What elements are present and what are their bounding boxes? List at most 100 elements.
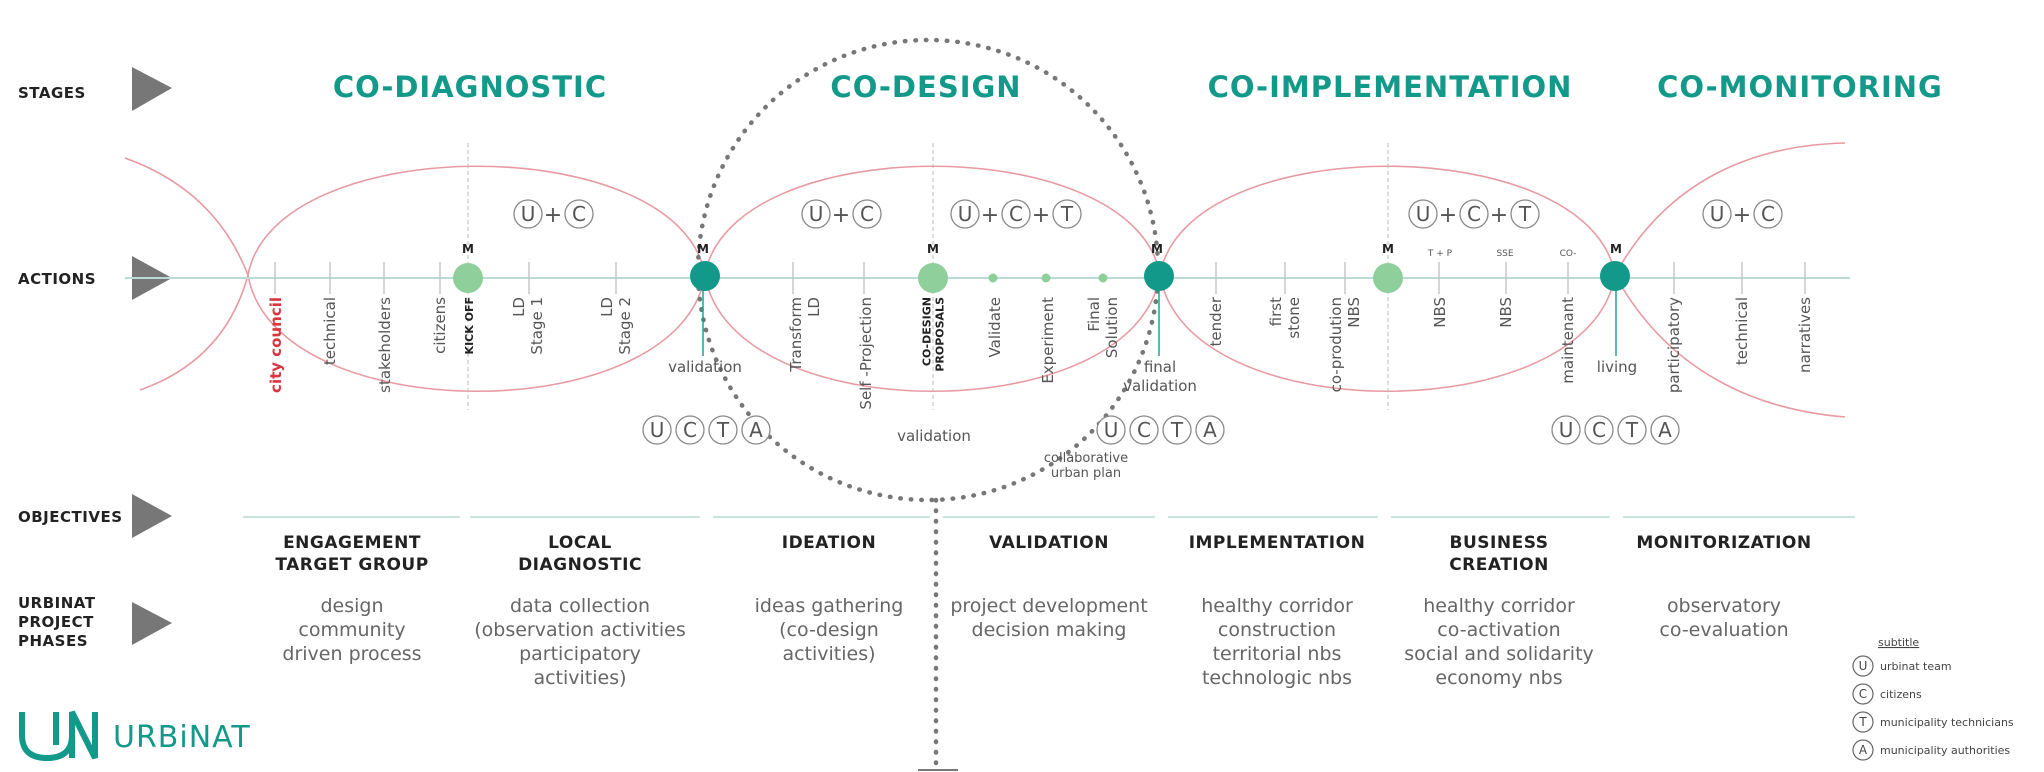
stage-co-diagnostic: CO-DIAGNOSTIC (333, 70, 607, 104)
legend-label: citizens (1880, 688, 1922, 701)
action-label-line: technical (1733, 297, 1751, 365)
phase-text: project development (950, 595, 1147, 617)
letter-t: T (1518, 202, 1532, 226)
action-label: KICK OFF (463, 297, 476, 354)
svg-text:C: C (683, 418, 697, 442)
letter-c: C (1009, 202, 1023, 226)
legend-circle (1852, 655, 1874, 677)
action-label: city council (267, 297, 285, 393)
action-label-line: LD (598, 297, 616, 317)
action-label-line: Experiment (1039, 297, 1057, 384)
svg-text:+: + (1032, 203, 1050, 228)
ucta-group-3: U C T A (1551, 415, 1680, 445)
objective-title: VALIDATION (989, 533, 1109, 553)
action-label-line: Stage 2 (616, 297, 634, 355)
svg-text:+: + (1733, 203, 1751, 228)
phase-text: observatory (1667, 595, 1781, 617)
final-validation-label-1: final (1144, 358, 1176, 376)
phase-text: healthy corridor (1423, 595, 1575, 617)
objectives-arrow-icon (132, 494, 172, 538)
letter-c: C (860, 202, 874, 226)
milestone-step-final (1098, 273, 1108, 283)
objective-title: TARGET GROUP (275, 555, 428, 575)
row-label-phases-3: PHASES (18, 632, 88, 650)
action-label-line: KICK OFF (463, 297, 476, 354)
phase-text: decision making (972, 619, 1127, 641)
action-label: technical (1733, 297, 1751, 365)
phases-arrow-icon (132, 602, 172, 645)
action-label-line: technical (321, 297, 339, 365)
action-label-line: PROPOSALS (934, 297, 947, 372)
action-label: technical (321, 297, 339, 365)
letter-u: U (958, 202, 973, 226)
collaborative-label-2: urban plan (1051, 466, 1121, 481)
objective-title: IDEATION (782, 533, 877, 553)
phase-text: participatory (519, 643, 641, 665)
phase-text: co-activation (1437, 619, 1560, 641)
svg-text:U: U (650, 418, 665, 442)
letter-u: U (521, 202, 536, 226)
lens-curve-left-bottom (139, 274, 249, 391)
action-label-line: Validate (986, 297, 1004, 357)
action-label-line: NBS (1497, 297, 1515, 328)
legend-circle (1852, 683, 1874, 705)
row-arrows (132, 67, 172, 645)
svg-text:+: + (544, 203, 562, 228)
letter-u: U (1710, 202, 1725, 226)
legend-letter: A (1859, 743, 1868, 757)
participant-group-design-1: U + C (801, 199, 882, 229)
legend-letter: C (1859, 687, 1867, 701)
svg-text:T: T (1170, 418, 1184, 442)
m-label: M (697, 242, 709, 256)
action-label: Validate (986, 297, 1004, 357)
m-label: M (462, 242, 474, 256)
milestone-step-validate (988, 273, 998, 283)
action-label-line: LD (805, 297, 823, 317)
svg-text:+: + (1439, 203, 1457, 228)
m-label: M (927, 242, 939, 256)
phase-text: driven process (282, 643, 421, 665)
action-label-line: stakeholders (376, 297, 394, 393)
ucta-group-1: U C T A (642, 415, 771, 445)
svg-text:+: + (981, 203, 999, 228)
row-label-objectives: OBJECTIVES (18, 508, 123, 526)
action-label-line: stone (1285, 297, 1303, 339)
row-label-phases-2: PROJECT (18, 613, 94, 631)
row-label-actions: ACTIONS (18, 270, 96, 288)
phase-text: construction (1218, 619, 1336, 641)
action-label-line: first (1267, 297, 1285, 326)
action-label: NBS (1431, 297, 1449, 328)
action-label-line: maintenant (1559, 297, 1577, 384)
action-label: citizens (431, 297, 449, 354)
phase-text: design (320, 595, 383, 617)
letter-c: C (572, 202, 586, 226)
legend-label: urbinat team (1880, 660, 1952, 673)
stages-arrow-icon (132, 67, 172, 111)
action-label-line: citizens (431, 297, 449, 354)
legend-circle (1852, 739, 1874, 761)
svg-text:T: T (1625, 418, 1639, 442)
action-label: stakeholders (376, 297, 394, 393)
svg-text:U: U (1104, 418, 1119, 442)
svg-text:T: T (716, 418, 730, 442)
legend-label: municipality authorities (1880, 744, 2010, 757)
lens-diag-top (247, 165, 706, 276)
action-label-line: narratives (1796, 297, 1814, 373)
action-label-line: participatory (1665, 297, 1683, 393)
action-label-line: NBS (1431, 297, 1449, 328)
phase-text: activities) (782, 643, 875, 665)
objective-title: CREATION (1449, 555, 1549, 575)
svg-text:+: + (832, 203, 850, 228)
milestones (453, 261, 1630, 293)
milestone-co-implementation-start (1144, 261, 1174, 291)
legend-label: municipality technicians (1880, 716, 2014, 729)
milestone-connectors (702, 290, 1617, 356)
row-label-stages: STAGES (18, 84, 86, 102)
objective-title: ENGAGEMENT (283, 533, 421, 553)
